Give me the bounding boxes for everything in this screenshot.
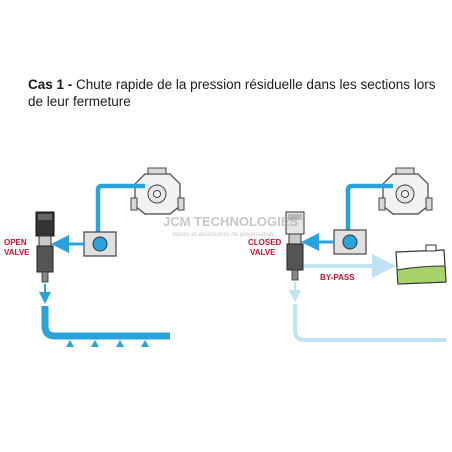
left-diagram: OPEN VALVE bbox=[4, 167, 185, 347]
open-valve-label-line1: OPEN bbox=[4, 238, 27, 247]
diagram-heading: Cas 1 - Chute rapide de la pression rési… bbox=[28, 76, 448, 110]
pump-outlet-pipe bbox=[95, 183, 145, 240]
open-valve-label-line2: VALVE bbox=[4, 248, 30, 257]
pump-icon bbox=[378, 167, 433, 215]
regulator-icon bbox=[333, 229, 367, 255]
regulator-icon bbox=[83, 231, 117, 257]
case-label: Cas 1 - bbox=[28, 77, 73, 92]
right-diagram: BY-PASS CLOSED VALVE bbox=[248, 167, 447, 342]
closed-valve-label-line1: CLOSED bbox=[248, 238, 282, 247]
pump-outlet-pipe bbox=[345, 183, 393, 238]
tank-icon bbox=[395, 244, 447, 285]
watermark-tagline: Buses et accessoires de pulvérisation bbox=[173, 232, 273, 238]
boom-pipe bbox=[293, 304, 446, 342]
watermark-brand: JCM TECHNOLOGIES bbox=[163, 214, 298, 229]
closed-valve-label-line2: VALVE bbox=[250, 248, 276, 257]
pump-icon bbox=[130, 167, 185, 215]
bypass-label: BY-PASS bbox=[320, 273, 355, 282]
watermark: JCM TECHNOLOGIES Buses et accessoires de… bbox=[163, 214, 298, 238]
valve-icon bbox=[35, 211, 55, 283]
nozzle-icons bbox=[66, 340, 149, 347]
boom-pipe bbox=[41, 306, 170, 340]
valve-icon bbox=[285, 211, 305, 281]
case-description: Chute rapide de la pression résiduelle d… bbox=[28, 77, 436, 109]
